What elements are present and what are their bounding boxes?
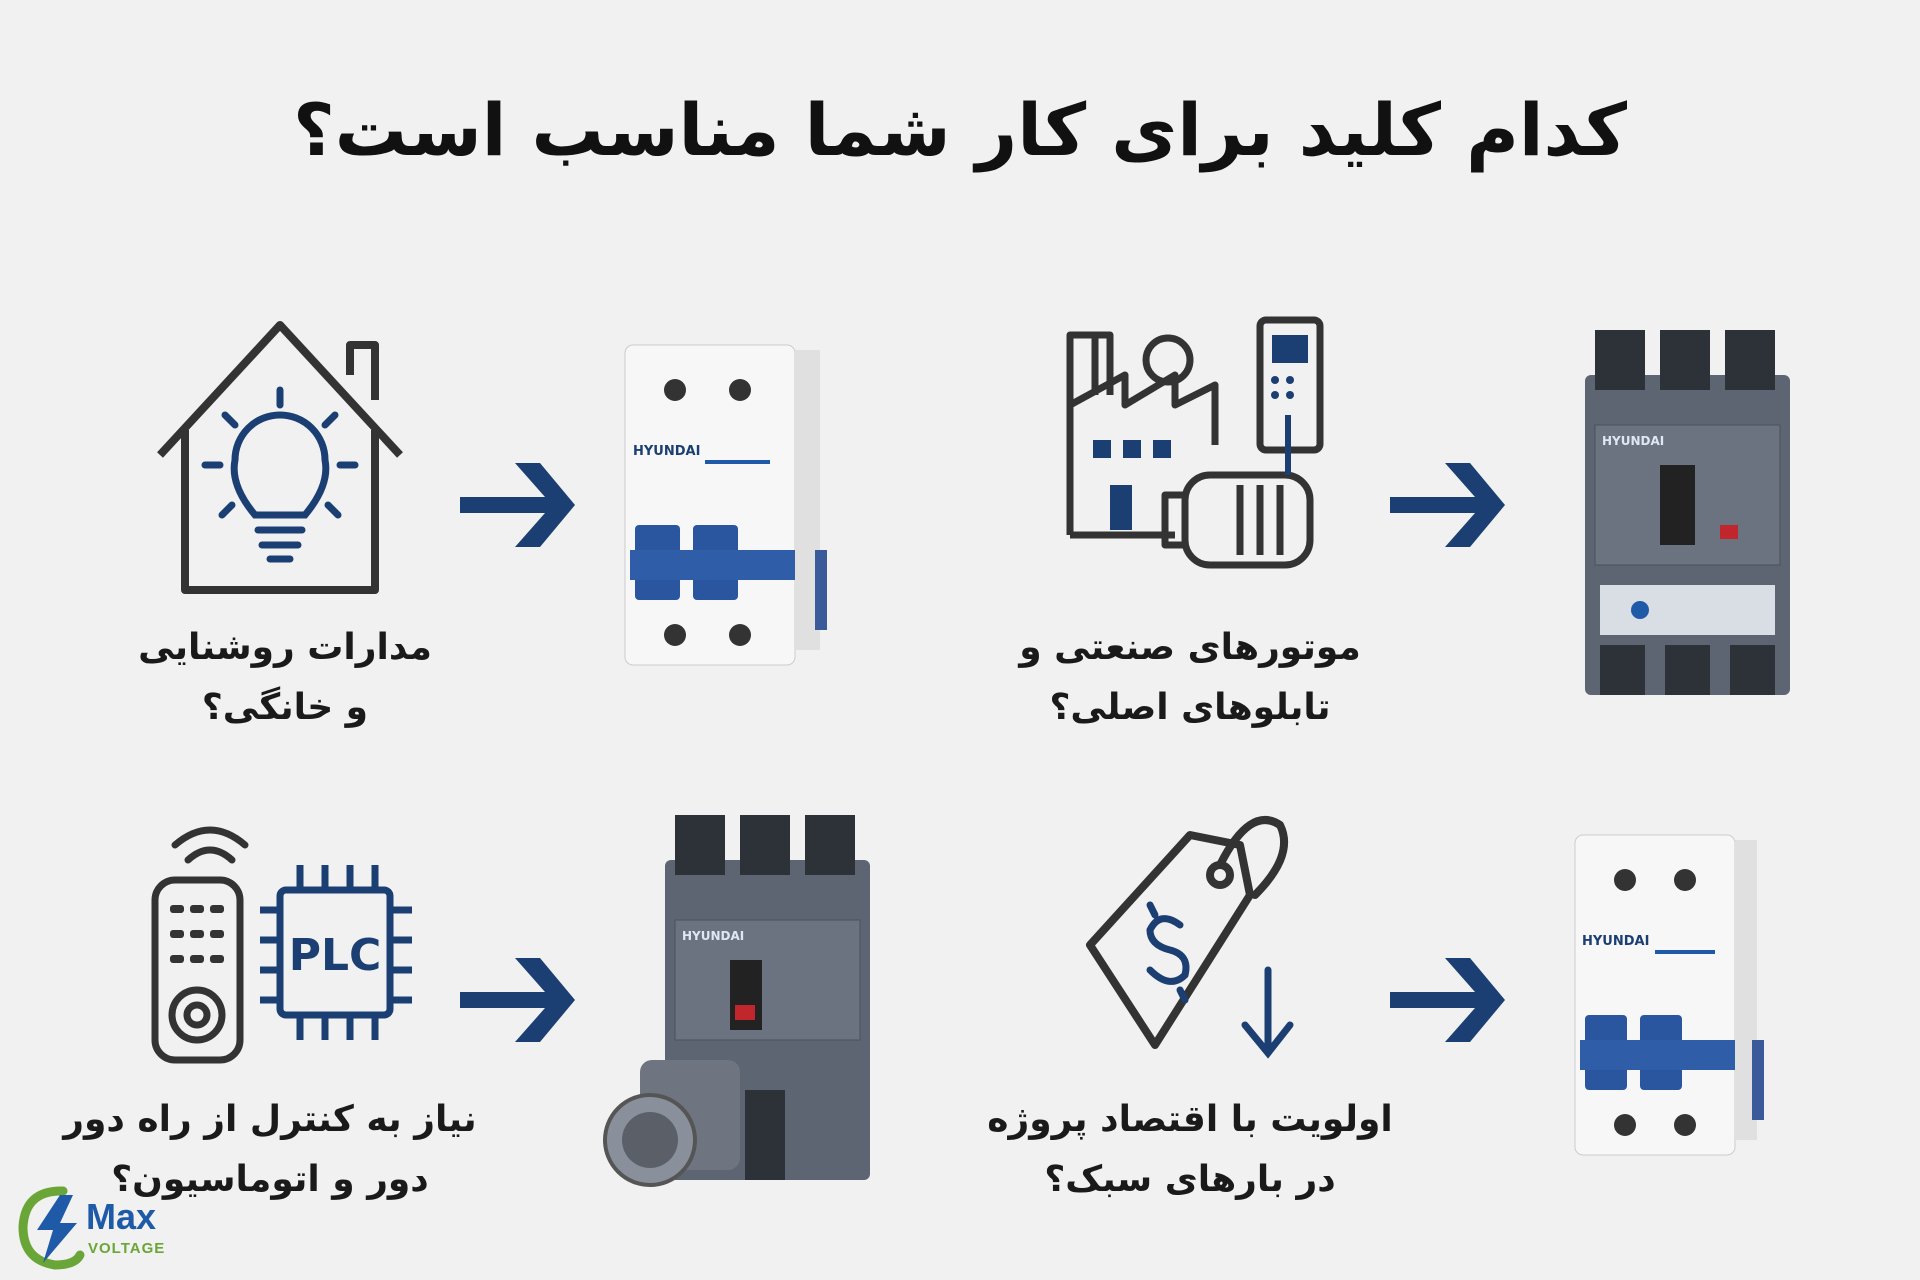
brand-label: HYUNDAI	[1602, 434, 1664, 448]
mccb-breaker-image: HYUNDAI	[1585, 330, 1790, 695]
mcb-breaker-image: HYUNDAI	[1574, 834, 1764, 1156]
factory-gear-motor-icon	[1066, 316, 1324, 569]
brand-label: HYUNDAI	[682, 929, 744, 943]
arrow-icon	[1390, 463, 1505, 547]
max-voltage-logo-icon	[18, 1186, 85, 1270]
page-title: کدام کلید برای کار شما مناسب است؟	[292, 88, 1627, 172]
brand-label: HYUNDAI	[633, 444, 700, 459]
mcb-breaker-image: HYUNDAI	[624, 344, 827, 666]
arrow-icon	[460, 463, 575, 547]
label-line: و خانگی؟	[201, 687, 369, 728]
brand-label: HYUNDAI	[1582, 934, 1649, 949]
label-line: اولویت با اقتصاد پروژه	[987, 1099, 1393, 1140]
logo-subtitle: VOLTAGE	[88, 1240, 166, 1257]
plc-chip-label: PLC	[289, 930, 382, 981]
label-line: تابلوهای اصلی؟	[1049, 687, 1331, 728]
card-label: مدارات روشنایی و خانگی؟	[75, 618, 495, 738]
mccb-motorized-image: HYUNDAI	[603, 815, 870, 1187]
remote-plc-icon: PLC	[151, 826, 412, 1064]
label-line: مدارات روشنایی	[138, 627, 432, 668]
card-label: نیاز به کنترل از راه دور دور و اتوماسیون…	[60, 1090, 480, 1210]
label-line: در بارهای سبک؟	[1044, 1159, 1336, 1200]
arrow-icon	[460, 958, 575, 1042]
logo-name: Max	[86, 1196, 157, 1237]
card-label: موتورهای صنعتی و تابلوهای اصلی؟	[980, 618, 1400, 738]
label-line: موتورهای صنعتی و	[1019, 627, 1361, 668]
label-line: نیاز به کنترل از راه دور	[63, 1099, 477, 1140]
house-lightbulb-icon	[157, 321, 403, 594]
price-tag-down-icon	[1086, 816, 1294, 1059]
label-line: دور و اتوماسیون؟	[111, 1159, 429, 1200]
card-label: اولویت با اقتصاد پروژه در بارهای سبک؟	[980, 1090, 1400, 1210]
arrow-icon	[1390, 958, 1505, 1042]
